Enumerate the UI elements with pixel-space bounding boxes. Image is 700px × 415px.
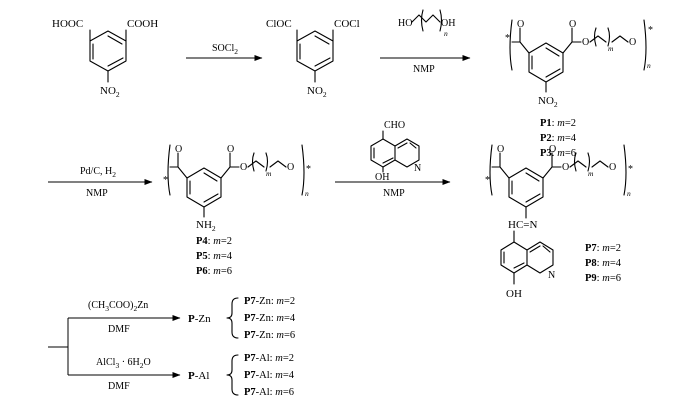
star: * xyxy=(163,175,168,186)
brace-al xyxy=(226,354,239,396)
label-p7-zn-4: P7-Zn: m=4 xyxy=(244,313,296,324)
brace-zn xyxy=(226,297,239,339)
label-p7-zn-2: P7-Zn: m=2 xyxy=(244,296,295,307)
arrow-step-3: Pd/C, H2 NMP xyxy=(48,166,153,199)
label-p7-zn-6: P7-Zn: m=6 xyxy=(244,330,295,341)
reagent-zinc-acetate: (CH3COO)2Zn xyxy=(88,300,148,313)
reagent-socl2: SOCl2 xyxy=(212,43,238,56)
benzene-ring xyxy=(89,30,127,72)
arrow-step-1: SOCl2 xyxy=(186,43,263,61)
diol-n: n xyxy=(444,29,448,38)
ester-o: O xyxy=(562,162,569,173)
ether-o: O xyxy=(287,162,294,173)
star: * xyxy=(485,175,490,186)
reagent-alcl3: AlCl3 · 6H2O xyxy=(96,357,151,370)
benzene-ring xyxy=(296,30,334,72)
diol-ho: HO xyxy=(398,18,412,29)
benzene-ring xyxy=(186,167,222,208)
repeat-m: m xyxy=(608,44,614,53)
ether-o: O xyxy=(609,162,616,173)
repeat-n: n xyxy=(627,189,631,198)
carbonyl-o: O xyxy=(549,144,556,155)
label-p-zn: P-Zn xyxy=(188,313,211,325)
nitro-group-text: NO2 xyxy=(538,95,558,109)
label-p5: P5: m=4 xyxy=(196,251,233,262)
chloride-right-group: COCl xyxy=(334,18,360,30)
carbonyl-o: O xyxy=(569,19,576,30)
label-p1: P1: m=2 xyxy=(540,118,576,129)
reagent-nmp: NMP xyxy=(383,188,405,199)
star: * xyxy=(505,33,510,44)
acid-left-group: HOOC xyxy=(52,18,83,30)
aldehyde-reagent: CHO N OH xyxy=(370,120,421,183)
label-p7: P7: m=2 xyxy=(585,243,621,254)
arrow-step-4: CHO N OH NMP xyxy=(335,120,451,199)
label-p7-al-2: P7-Al: m=2 xyxy=(244,353,294,364)
quinoline-ring: N xyxy=(500,241,555,281)
reagent-nmp: NMP xyxy=(86,188,108,199)
acid-right-group: COOH xyxy=(127,18,158,30)
carbonyl-o: O xyxy=(227,144,234,155)
repeat-n: n xyxy=(305,189,309,198)
nitro-group-text: NO2 xyxy=(100,85,120,99)
reagent-nmp: NMP xyxy=(413,64,435,75)
quinoline-n: N xyxy=(548,270,555,281)
ester-o: O xyxy=(582,37,589,48)
quinoline-n: N xyxy=(414,163,421,174)
reagent-dmf: DMF xyxy=(108,381,130,392)
polymer-schiff-base: * * n O O O m O HC=N N OH xyxy=(485,144,633,300)
polymer-nitro: * * n O O O m O NO2 xyxy=(505,19,653,109)
ether-o: O xyxy=(629,37,636,48)
compound-acid-chloride: ClOC COCl NO2 xyxy=(266,18,360,99)
branch-lines xyxy=(48,315,181,378)
label-p8: P8: m=4 xyxy=(585,258,622,269)
carbonyl-o: O xyxy=(175,144,182,155)
imine-text: HC=N xyxy=(508,219,537,231)
label-p4: P4: m=2 xyxy=(196,236,232,247)
benzene-ring xyxy=(508,167,544,208)
benzene-ring xyxy=(528,42,564,83)
amine-group-text: NH2 xyxy=(196,219,216,233)
carbonyl-o: O xyxy=(497,144,504,155)
carbonyl-o: O xyxy=(517,19,524,30)
aldehyde-cho: CHO xyxy=(384,120,405,131)
diol-reagent: HO OH n xyxy=(398,9,455,38)
compound-nitroisophthalic-acid: HOOC COOH NO2 xyxy=(52,18,158,99)
polymer-amine: * * n O O O m O NH2 xyxy=(163,144,311,233)
repeat-m: m xyxy=(266,169,272,178)
label-p3: P3: m=6 xyxy=(540,148,576,159)
hydroxyl-text: OH xyxy=(506,288,522,300)
diol-oh: OH xyxy=(441,18,455,29)
label-p2: P2: m=4 xyxy=(540,133,577,144)
chloride-left-group: ClOC xyxy=(266,18,292,30)
star: * xyxy=(648,25,653,36)
aldehyde-oh: OH xyxy=(375,172,389,183)
repeat-m: m xyxy=(588,169,594,178)
repeat-n: n xyxy=(647,61,651,70)
star: * xyxy=(628,164,633,175)
label-p9: P9: m=6 xyxy=(585,273,621,284)
star: * xyxy=(306,164,311,175)
label-p-al: P-Al xyxy=(188,370,209,382)
label-p6: P6: m=6 xyxy=(196,266,232,277)
nitro-group-text: NO2 xyxy=(307,85,327,99)
reagent-dmf: DMF xyxy=(108,324,130,335)
reagent-pdc-h2: Pd/C, H2 xyxy=(80,166,116,179)
label-p7-al-4: P7-Al: m=4 xyxy=(244,370,295,381)
label-p7-al-6: P7-Al: m=6 xyxy=(244,387,294,398)
arrow-step-2: HO OH n NMP xyxy=(380,9,471,75)
ester-o: O xyxy=(240,162,247,173)
